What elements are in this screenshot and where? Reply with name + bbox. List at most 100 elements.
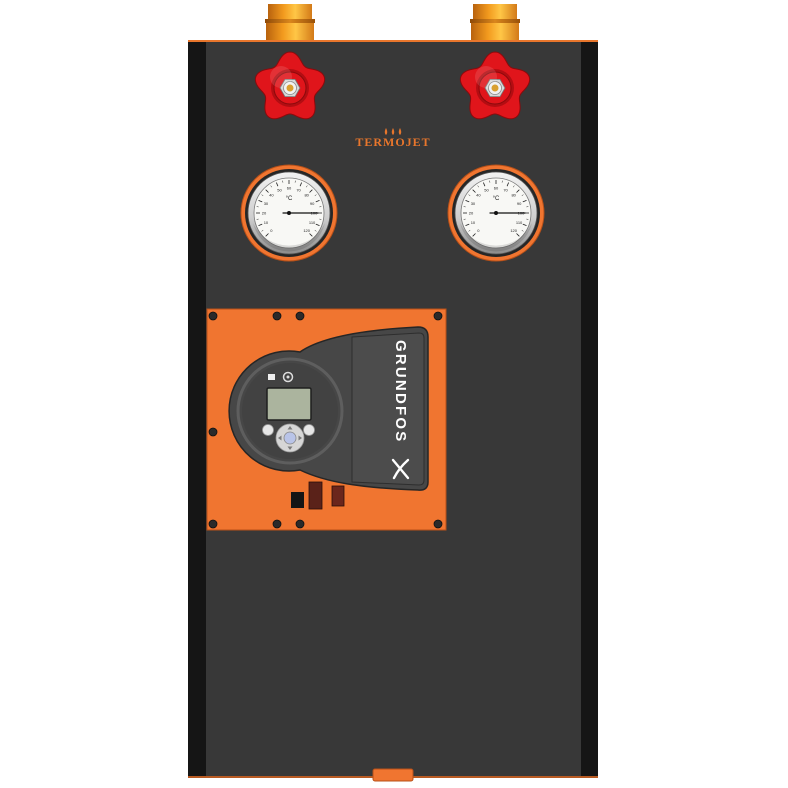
dial-tick bbox=[261, 230, 264, 232]
dial-label: 10 bbox=[471, 220, 476, 225]
left-pipe-stub bbox=[268, 4, 312, 20]
control-pad-icon bbox=[262, 423, 315, 453]
dial-label: 80 bbox=[511, 193, 516, 198]
dial-tick bbox=[270, 185, 272, 188]
dial-tick bbox=[483, 182, 486, 187]
dial-label: 30 bbox=[471, 201, 476, 206]
dial-label: 40 bbox=[269, 193, 274, 198]
right-pipe-stub bbox=[473, 4, 517, 20]
dial-label: 0 bbox=[477, 228, 480, 233]
dial-tick bbox=[472, 233, 476, 237]
dial-label: 40 bbox=[476, 193, 481, 198]
cable-gland-box bbox=[291, 492, 304, 508]
dial-tick bbox=[258, 200, 263, 203]
pump-head-ring bbox=[236, 357, 344, 465]
dial-tick bbox=[521, 194, 524, 196]
left-pipe-collar bbox=[265, 19, 315, 23]
valve-stem bbox=[286, 84, 294, 92]
back-button-icon bbox=[262, 424, 274, 436]
left-pipe-body bbox=[266, 23, 314, 42]
dial-tick bbox=[299, 182, 302, 187]
dial-tick bbox=[265, 189, 269, 193]
left-pipe bbox=[265, 4, 315, 42]
dial-tick bbox=[516, 233, 520, 237]
dial-tick bbox=[315, 223, 320, 226]
dial-tick bbox=[314, 194, 317, 196]
dial-tick bbox=[513, 185, 515, 188]
termojet-logo-text: TERMOJET bbox=[355, 135, 430, 149]
thermometer-needle-pivot bbox=[287, 211, 291, 215]
grundfos-x-icon bbox=[391, 458, 410, 480]
cabinet-left-strip bbox=[188, 41, 206, 777]
dial-label: 20 bbox=[262, 210, 267, 215]
dial-tick bbox=[306, 185, 308, 188]
right-pipe bbox=[470, 4, 520, 42]
dial-label: 0 bbox=[270, 228, 273, 233]
thermometer-dial-marks: 0102030405060708090100110120 bbox=[256, 180, 322, 237]
dial-tick bbox=[314, 230, 317, 232]
thermometer-glass-shadow bbox=[460, 223, 532, 252]
dial-tick bbox=[468, 194, 471, 196]
thermometer-dial-marks: 0102030405060708090100110120 bbox=[463, 180, 529, 237]
dial-label: 10 bbox=[264, 220, 269, 225]
cabinet-right-strip bbox=[581, 41, 598, 777]
dial-tick bbox=[265, 233, 269, 237]
thermometer: 0102030405060708090100110120 °C bbox=[447, 164, 545, 262]
right-pipe-collar bbox=[470, 19, 520, 23]
dial-tick bbox=[465, 200, 470, 203]
right-valve bbox=[459, 51, 531, 120]
dial-tick bbox=[472, 189, 476, 193]
ok-button-icon bbox=[283, 431, 297, 445]
dial-label: 110 bbox=[309, 220, 316, 225]
pump-display-icon bbox=[266, 387, 312, 421]
dial-label: 60 bbox=[494, 185, 499, 190]
indicator-light-icon bbox=[268, 374, 275, 380]
left-valve bbox=[254, 51, 326, 120]
connector-right bbox=[331, 485, 345, 507]
dial-label: 30 bbox=[264, 201, 269, 206]
dial-label: 70 bbox=[296, 187, 301, 192]
screw-icon bbox=[208, 311, 443, 529]
valve-highlight bbox=[475, 66, 497, 88]
dial-label: 120 bbox=[303, 228, 310, 233]
cabinet-bottom-tab bbox=[372, 768, 414, 782]
flame-icon bbox=[384, 128, 402, 135]
dial-tick bbox=[258, 223, 263, 226]
dial-tick bbox=[309, 233, 313, 237]
connector-left bbox=[308, 481, 323, 510]
dial-tick bbox=[506, 182, 509, 187]
dial-label: 90 bbox=[310, 201, 315, 206]
dial-tick bbox=[516, 189, 520, 193]
pump-cable-gland bbox=[291, 481, 345, 510]
dial-tick bbox=[522, 223, 527, 226]
thermometer-glass-shadow bbox=[253, 223, 325, 252]
right-pipe-body bbox=[471, 23, 519, 42]
termojet-logo: TERMOJET bbox=[355, 128, 430, 149]
dial-tick bbox=[276, 182, 279, 187]
home-button-icon bbox=[303, 424, 315, 436]
dial-tick bbox=[522, 200, 527, 203]
dial-label: 50 bbox=[277, 187, 282, 192]
grundfos-brand-text: GRUNDFOS bbox=[392, 340, 409, 443]
dial-label: 110 bbox=[516, 220, 523, 225]
valve-stem bbox=[491, 84, 499, 92]
dial-tick bbox=[315, 200, 320, 203]
pump-side-panel bbox=[351, 332, 425, 486]
dial-tick bbox=[521, 230, 524, 232]
valve-highlight bbox=[270, 66, 292, 88]
thermometer-unit: °C bbox=[286, 196, 293, 202]
circulation-pump: GRUNDFOS bbox=[228, 326, 429, 491]
power-indicator-icon bbox=[282, 371, 294, 383]
dial-label: 70 bbox=[503, 187, 508, 192]
dial-label: 90 bbox=[517, 201, 522, 206]
dial-label: 50 bbox=[484, 187, 489, 192]
cabinet-top-edge bbox=[188, 40, 598, 42]
dial-tick bbox=[261, 194, 264, 196]
dial-label: 80 bbox=[304, 193, 309, 198]
thermometer-needle-pivot bbox=[494, 211, 498, 215]
dial-tick bbox=[465, 223, 470, 226]
dial-label: 120 bbox=[510, 228, 517, 233]
thermometer: 0102030405060708090100110120 °C bbox=[240, 164, 338, 262]
dial-tick bbox=[309, 189, 313, 193]
